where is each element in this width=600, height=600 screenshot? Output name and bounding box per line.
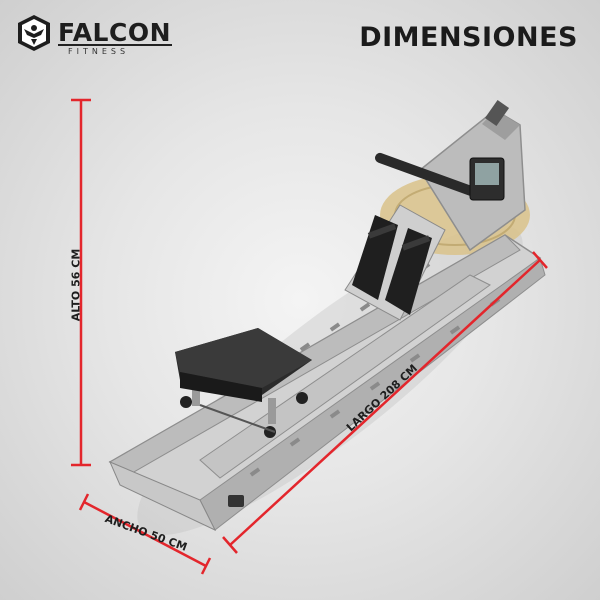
foot-pad-right bbox=[385, 228, 432, 315]
handle-bar bbox=[375, 152, 479, 198]
height-label: ALTO 56 CM bbox=[69, 248, 83, 322]
seat-leg bbox=[268, 398, 276, 424]
rail-bolt bbox=[484, 99, 510, 127]
brand-tagline: FITNESS bbox=[68, 47, 130, 56]
foot-strap-right bbox=[401, 235, 431, 251]
height-measure-line bbox=[71, 98, 91, 467]
foot-pad-left bbox=[352, 215, 398, 300]
falcon-shield-icon bbox=[18, 15, 50, 51]
foot-strap-left bbox=[367, 223, 397, 239]
seat-wheel bbox=[180, 396, 192, 408]
width-measure-line bbox=[78, 493, 212, 575]
brand-divider bbox=[58, 44, 172, 46]
length-measure-line bbox=[222, 251, 548, 554]
front-wheel bbox=[228, 495, 244, 507]
brand-name: FALCON bbox=[58, 18, 172, 47]
brand-logo: FALCON FITNESS bbox=[16, 14, 176, 56]
page-title: DIMENSIONES bbox=[359, 22, 578, 53]
seat-wheel bbox=[296, 392, 308, 404]
front-foot bbox=[109, 461, 217, 532]
seat-leg bbox=[192, 380, 200, 406]
